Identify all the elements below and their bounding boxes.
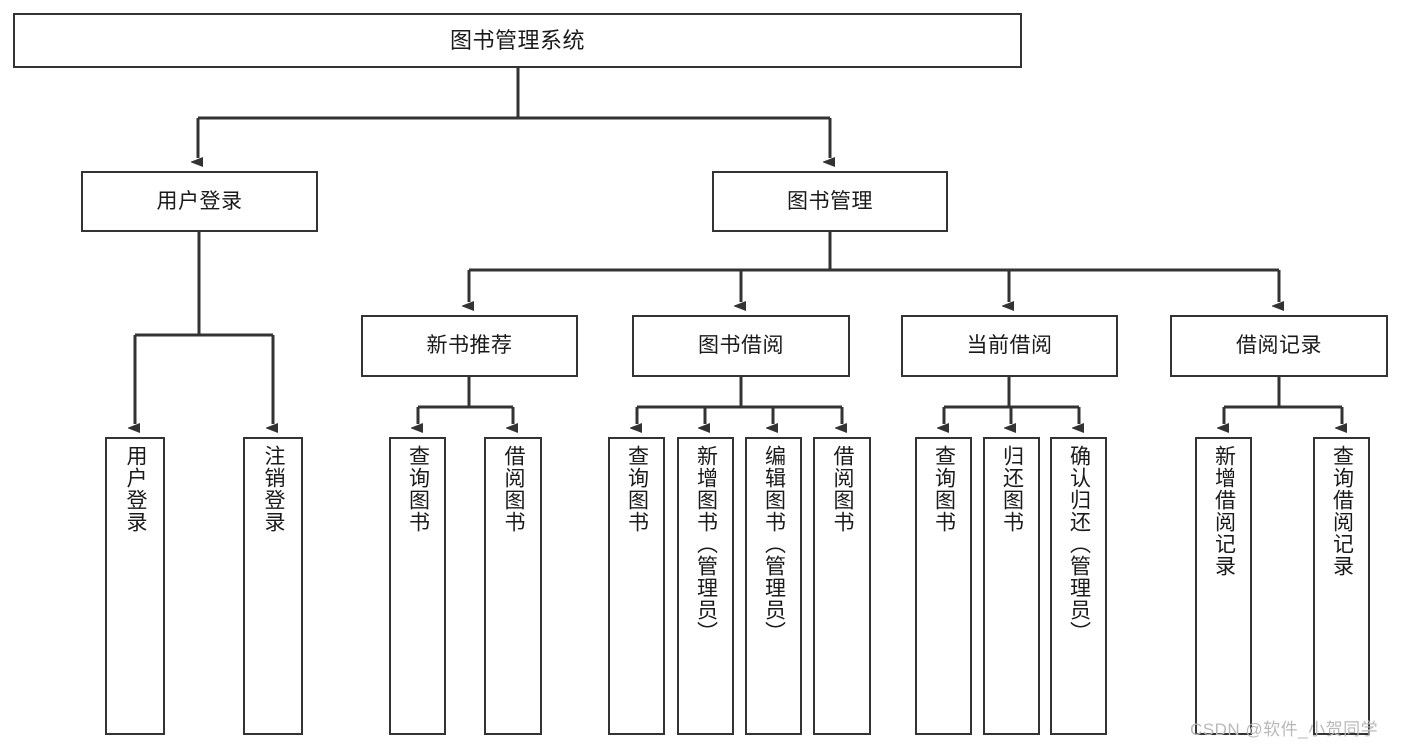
node-leaf-return-book[interactable]: 归还图书 — [983, 437, 1040, 735]
node-leaf-borrow-book-rec[interactable]: 借阅图书 — [484, 437, 542, 735]
node-borrow-record[interactable]: 借阅记录 — [1170, 315, 1388, 377]
node-leaf-confirm-return[interactable]: 确认归还（管理员） — [1050, 437, 1107, 735]
node-leaf-logout[interactable]: 注销登录 — [243, 437, 303, 735]
node-leaf-query-book-rec-label: 查询图书 — [406, 445, 430, 533]
node-leaf-borrow-book-label: 借阅图书 — [831, 445, 855, 533]
node-leaf-add-book-label: 新增图书（管理员） — [694, 445, 718, 643]
node-leaf-query-record-label: 查询借阅记录 — [1330, 445, 1354, 577]
node-leaf-add-record-label: 新增借阅记录 — [1212, 445, 1236, 577]
node-new-book-rec[interactable]: 新书推荐 — [361, 315, 578, 377]
node-leaf-return-book-label: 归还图书 — [1000, 445, 1024, 533]
node-root[interactable]: 图书管理系统 — [13, 13, 1022, 68]
node-leaf-add-book[interactable]: 新增图书（管理员） — [677, 437, 734, 735]
node-book-borrow-label: 图书借阅 — [698, 334, 784, 358]
node-book-manage-label: 图书管理 — [787, 189, 873, 213]
node-leaf-query-book-borrow-label: 查询图书 — [625, 445, 649, 533]
node-leaf-query-book-borrow[interactable]: 查询图书 — [608, 437, 665, 735]
node-leaf-query-book-rec[interactable]: 查询图书 — [389, 437, 446, 735]
node-leaf-user-login-label: 用户登录 — [124, 445, 148, 533]
node-leaf-query-book-cur-label: 查询图书 — [932, 445, 956, 533]
node-leaf-confirm-return-label: 确认归还（管理员） — [1067, 445, 1091, 643]
node-book-manage[interactable]: 图书管理 — [712, 171, 948, 232]
node-leaf-edit-book[interactable]: 编辑图书（管理员） — [745, 437, 802, 735]
node-borrow-record-label: 借阅记录 — [1236, 334, 1322, 358]
watermark: CSDN @软件_小贺同学 — [1190, 720, 1379, 739]
node-book-borrow[interactable]: 图书借阅 — [632, 315, 850, 377]
node-current-borrow-label: 当前借阅 — [966, 334, 1053, 358]
node-user-login[interactable]: 用户登录 — [81, 171, 318, 232]
node-current-borrow[interactable]: 当前借阅 — [901, 315, 1118, 377]
node-leaf-edit-book-label: 编辑图书（管理员） — [762, 445, 786, 643]
node-leaf-borrow-book[interactable]: 借阅图书 — [813, 437, 871, 735]
node-leaf-borrow-book-rec-label: 借阅图书 — [502, 445, 526, 533]
node-leaf-logout-label: 注销登录 — [262, 445, 286, 533]
node-root-label: 图书管理系统 — [449, 27, 585, 53]
node-leaf-query-record[interactable]: 查询借阅记录 — [1313, 437, 1370, 735]
node-leaf-query-book-cur[interactable]: 查询图书 — [915, 437, 972, 735]
node-leaf-add-record[interactable]: 新增借阅记录 — [1195, 437, 1252, 735]
node-user-login-label: 用户登录 — [156, 189, 243, 213]
node-leaf-user-login[interactable]: 用户登录 — [105, 437, 165, 735]
node-new-book-rec-label: 新书推荐 — [426, 334, 513, 358]
